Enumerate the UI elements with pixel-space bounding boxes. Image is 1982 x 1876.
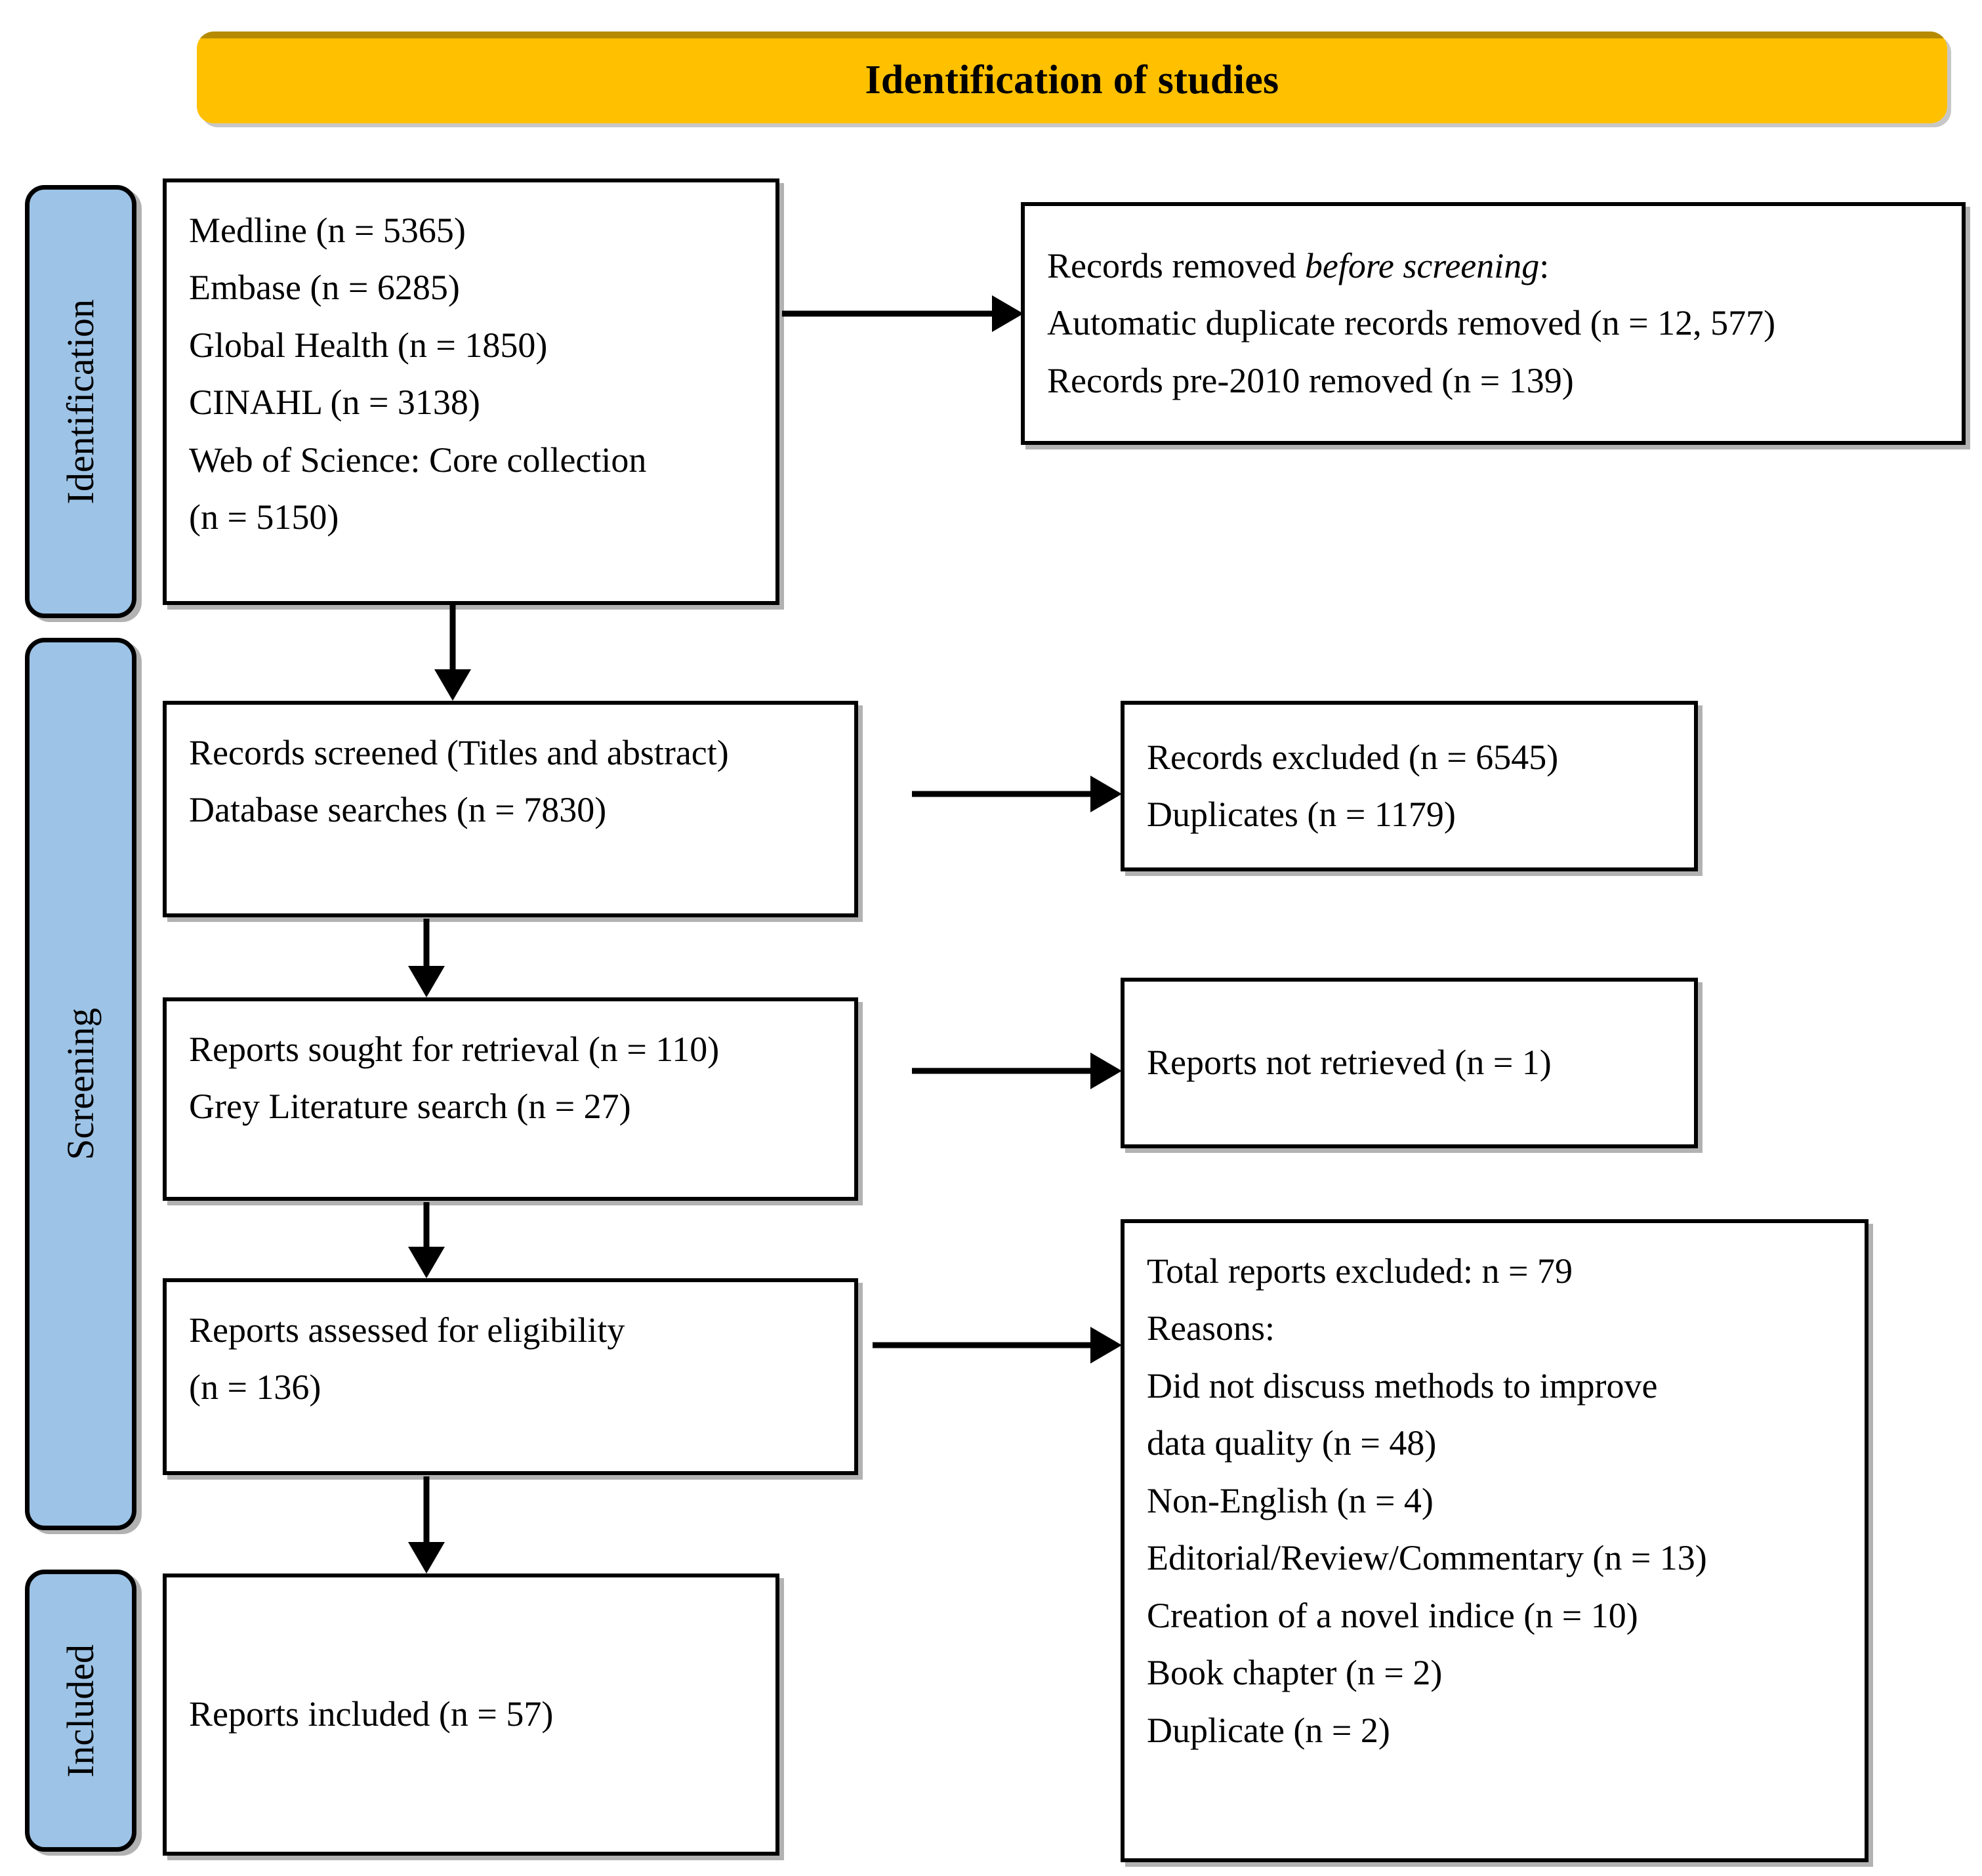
source-line-web-of-science-count: (n = 5150) bbox=[189, 497, 339, 537]
stage-label-included-text: Included bbox=[59, 1644, 102, 1778]
arrow-sought-to-not-retrieved bbox=[912, 1051, 1122, 1091]
total-excluded-line-non-english: Non-English (n = 4) bbox=[1147, 1480, 1434, 1520]
removed-line-heading: Records removed before screening: bbox=[1047, 238, 1939, 295]
arrow-shaft bbox=[873, 1342, 1090, 1348]
total-excluded-line-total: Total reports excluded: n = 79 bbox=[1147, 1251, 1573, 1291]
arrow-screened-to-excluded bbox=[912, 774, 1122, 814]
header-banner: Identification of studies bbox=[197, 31, 1947, 123]
excluded-line-records: Records excluded (n = 6545) bbox=[1147, 737, 1559, 777]
total-excluded-line-book-chapter: Book chapter (n = 2) bbox=[1147, 1653, 1443, 1693]
screened-line-database-searches: Database searches (n = 7830) bbox=[189, 790, 607, 830]
screened-line-titles-abstract: Records screened (Titles and abstract) bbox=[189, 733, 729, 772]
arrow-shaft bbox=[782, 310, 992, 317]
box-records-excluded: Records excluded (n = 6545) Duplicates (… bbox=[1121, 701, 1698, 871]
assessed-line-title: Reports assessed for eligibility bbox=[189, 1310, 625, 1350]
arrow-head-icon bbox=[434, 669, 471, 701]
stage-label-included: Included bbox=[25, 1570, 136, 1852]
excluded-line-duplicates: Duplicates (n = 1179) bbox=[1147, 795, 1456, 834]
arrow-shaft bbox=[423, 1476, 430, 1543]
total-excluded-line-novel-indice: Creation of a novel indice (n = 10) bbox=[1147, 1595, 1638, 1635]
not-retrieved-line: Reports not retrieved (n = 1) bbox=[1147, 1043, 1552, 1083]
removed-line-pre-2010: Records pre-2010 removed (n = 139) bbox=[1047, 360, 1574, 400]
arrow-sources-to-screened bbox=[433, 605, 472, 701]
removed-line-auto-duplicates: Automatic duplicate records removed (n =… bbox=[1047, 303, 1776, 343]
box-records-screened: Records screened (Titles and abstract) D… bbox=[163, 701, 858, 917]
total-excluded-line-editorial: Editorial/Review/Commentary (n = 13) bbox=[1147, 1538, 1707, 1578]
source-line-embase: Embase (n = 6285) bbox=[189, 268, 460, 308]
box-total-reports-excluded: Total reports excluded: n = 79 Reasons: … bbox=[1121, 1219, 1868, 1862]
arrow-sources-to-removed bbox=[782, 294, 1023, 333]
box-reports-assessed-for-eligibility: Reports assessed for eligibility (n = 13… bbox=[163, 1278, 858, 1475]
stage-label-screening: Screening bbox=[25, 638, 136, 1530]
box-reports-included: Reports included (n = 57) bbox=[163, 1574, 779, 1856]
total-excluded-line-methods-2: data quality (n = 48) bbox=[1147, 1423, 1437, 1463]
removed-heading-italic: before screening bbox=[1304, 245, 1540, 285]
box-records-removed-before-screening: Records removed before screening: Automa… bbox=[1021, 202, 1966, 445]
stage-label-identification: Identification bbox=[25, 185, 136, 618]
sought-line-retrieval: Reports sought for retrieval (n = 110) bbox=[189, 1030, 720, 1069]
box-reports-sought-for-retrieval: Reports sought for retrieval (n = 110) G… bbox=[163, 997, 858, 1201]
sought-line-grey-literature: Grey Literature search (n = 27) bbox=[189, 1087, 631, 1127]
total-excluded-line-methods-1: Did not discuss methods to improve bbox=[1147, 1365, 1658, 1406]
box-database-sources: Medline (n = 5365) Embase (n = 6285) Glo… bbox=[163, 178, 779, 605]
arrow-screened-to-sought bbox=[407, 919, 446, 997]
arrow-shaft bbox=[423, 1202, 430, 1248]
arrow-shaft bbox=[449, 605, 456, 671]
included-line: Reports included (n = 57) bbox=[189, 1694, 554, 1734]
stage-label-screening-text: Screening bbox=[59, 1008, 102, 1160]
arrow-head-icon bbox=[408, 966, 445, 997]
source-line-cinahl: CINAHL (n = 3138) bbox=[189, 383, 480, 423]
box-reports-not-retrieved: Reports not retrieved (n = 1) bbox=[1121, 978, 1698, 1148]
arrow-head-icon bbox=[1090, 776, 1122, 812]
stage-label-identification-text: Identification bbox=[59, 299, 102, 505]
arrow-shaft bbox=[912, 1068, 1090, 1074]
arrow-head-icon bbox=[408, 1247, 445, 1278]
arrow-head-icon bbox=[1090, 1327, 1122, 1364]
arrow-assessed-to-total-excluded bbox=[873, 1325, 1122, 1365]
arrow-assessed-to-included bbox=[407, 1476, 446, 1574]
source-line-global-health: Global Health (n = 1850) bbox=[189, 325, 548, 365]
assessed-line-count: (n = 136) bbox=[189, 1367, 321, 1407]
source-line-medline: Medline (n = 5365) bbox=[189, 211, 466, 250]
arrow-sought-to-assessed bbox=[407, 1202, 446, 1278]
total-excluded-line-duplicate: Duplicate (n = 2) bbox=[1147, 1710, 1390, 1750]
page-title: Identification of studies bbox=[865, 58, 1279, 102]
removed-heading-tail: : bbox=[1539, 245, 1550, 285]
source-line-web-of-science: Web of Science: Core collection bbox=[189, 440, 647, 480]
arrow-shaft bbox=[423, 919, 430, 967]
removed-heading-plain: Records removed bbox=[1047, 245, 1305, 285]
total-excluded-line-reasons: Reasons: bbox=[1147, 1308, 1275, 1348]
arrow-head-icon bbox=[992, 295, 1023, 332]
arrow-shaft bbox=[912, 791, 1090, 797]
arrow-head-icon bbox=[1090, 1053, 1122, 1089]
arrow-head-icon bbox=[408, 1542, 445, 1574]
